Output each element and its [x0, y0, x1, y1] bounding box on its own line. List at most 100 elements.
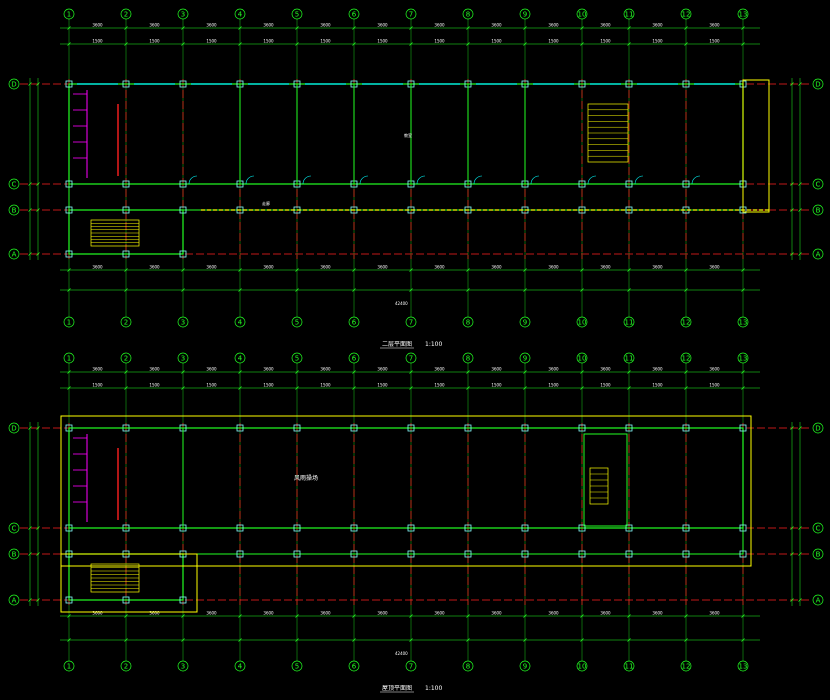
dim-text-top-1-11: 1500: [709, 39, 720, 44]
dim-side-tick-1-2: [36, 208, 40, 212]
axis-bubble-top-2-label: 2: [124, 10, 128, 18]
axis-bubble-top-4-label: 4: [238, 10, 243, 18]
dim-tick-bottom-0-11: [684, 614, 688, 618]
dim-text-bottom-9: 3600: [600, 265, 611, 270]
dim-text-top-1-10: 1500: [652, 383, 663, 388]
dim-text-top-1-8: 1500: [548, 383, 559, 388]
axis-bubble-top-7-label: 7: [409, 354, 413, 362]
dim-text-top-1-3: 1500: [263, 39, 274, 44]
dim-tick-top-1-4: [295, 42, 299, 46]
dim-side-tick-3-2: [798, 552, 802, 556]
column-2-5: [350, 550, 358, 558]
row-bubble-left-D-label: D: [11, 424, 16, 432]
column-1-11: [682, 524, 690, 532]
dim-tick-bottom-1-8: [523, 288, 527, 292]
dim-text-top-0-10: 3600: [652, 23, 663, 28]
lower-plan-scale: 1:100: [425, 685, 442, 692]
dim-tick-top-0-0: [67, 370, 71, 374]
dim-text-top-0-1: 3600: [149, 23, 160, 28]
door-arc-8: [530, 175, 540, 185]
dim-tick-bottom-1-11: [684, 638, 688, 642]
dim-tick-top-0-11: [684, 26, 688, 30]
dim-tick-bottom-1-5: [352, 288, 356, 292]
dim-tick-bottom-0-1: [124, 268, 128, 272]
axis-bubble-bottom-11-label: 11: [625, 318, 634, 326]
upper-plan-title: 二层平面图: [382, 341, 412, 348]
column-2-3: [236, 550, 244, 558]
axis-bubble-bottom-1-label: 1: [67, 662, 71, 670]
column-1-6: [407, 524, 415, 532]
dim-text-bottom-6: 3600: [434, 611, 445, 616]
dim-tick-top-0-8: [523, 26, 527, 30]
column-2-7: [464, 550, 472, 558]
dim-text-top-1-8: 1500: [548, 39, 559, 44]
dim-text-bottom-8: 3600: [548, 611, 559, 616]
dim-text-top-0-9: 3600: [600, 367, 611, 372]
column-0-5: [350, 424, 358, 432]
dim-tick-top-1-4: [295, 386, 299, 390]
dim-text-bottom-11: 3600: [709, 265, 720, 270]
column-1-1: [122, 180, 130, 188]
axis-bubble-top-12-label: 12: [682, 10, 691, 18]
door-arc-5: [359, 175, 369, 185]
dim-tick-top-1-9: [580, 386, 584, 390]
dim-tick-bottom-1-6: [409, 638, 413, 642]
dim-tick-top-0-3: [238, 370, 242, 374]
dim-tick-top-1-11: [684, 386, 688, 390]
axis-bubble-bottom-13-label: 13: [739, 318, 748, 326]
door-arc-2: [188, 175, 198, 185]
dim-tick-top-1-8: [523, 42, 527, 46]
dim-text-top-0-3: 3600: [263, 23, 274, 28]
dim-side-tick-2-3: [790, 598, 794, 602]
dim-tick-bottom-0-7: [466, 614, 470, 618]
column-3-1: [122, 250, 130, 258]
column-2-11: [682, 550, 690, 558]
dim-tick-top-1-11: [684, 42, 688, 46]
dim-text-top-1-6: 1500: [434, 383, 445, 388]
dim-side-tick-1-0: [36, 82, 40, 86]
dim-side-tick-2-2: [790, 552, 794, 556]
dim-tick-bottom-1-10: [627, 288, 631, 292]
dim-tick-bottom-1-2: [181, 638, 185, 642]
axis-bubble-top-8-label: 8: [466, 10, 470, 18]
dim-text-top-0-1: 3600: [149, 367, 160, 372]
row-bubble-left-C-label: C: [12, 180, 17, 188]
row-bubble-right-C-circle: [812, 178, 824, 190]
dim-tick-bottom-0-0: [67, 614, 71, 618]
dim-tick-bottom-0-4: [295, 268, 299, 272]
toilet-block: [68, 427, 184, 529]
column-1-0: [65, 180, 73, 188]
column-0-2: [179, 80, 187, 88]
dim-tick-top-1-1: [124, 42, 128, 46]
axis-bubble-top-7-label: 7: [409, 10, 413, 18]
dim-tick-top-0-1: [124, 370, 128, 374]
dim-side-tick-0-0: [28, 426, 32, 430]
row-bubble-right-C-circle: [812, 522, 824, 534]
dim-tick-bottom-0-9: [580, 268, 584, 272]
dim-side-tick-3-3: [798, 252, 802, 256]
axis-bubble-bottom-4-label: 4: [238, 318, 243, 326]
corridor-wall: [68, 527, 744, 555]
row-bubble-right-D-label: D: [815, 424, 820, 432]
axis-bubble-bottom-6-label: 6: [352, 318, 357, 326]
dim-tick-top-0-12: [741, 26, 745, 30]
dim-side-tick-2-2: [790, 208, 794, 212]
row-bubble-right-D-circle: [812, 422, 824, 434]
dim-side-tick-0-2: [28, 208, 32, 212]
axis-bubble-bottom-1-label: 1: [67, 318, 71, 326]
dim-side-tick-3-0: [798, 82, 802, 86]
row-bubble-right-A-label: A: [816, 596, 821, 604]
axis-bubble-top-12-label: 12: [682, 354, 691, 362]
axis-bubble-bottom-8-label: 8: [466, 318, 470, 326]
row-bubble-right-C-label: C: [816, 524, 821, 532]
dim-text-top-1-11: 1500: [709, 383, 720, 388]
dim-tick-top-0-1: [124, 26, 128, 30]
dim-text-top-0-0: 3600: [92, 23, 103, 28]
dim-text-top-1-1: 1500: [149, 39, 160, 44]
axis-bubble-bottom-3-label: 3: [181, 662, 185, 670]
dim-side-tick-1-0: [36, 426, 40, 430]
axis-bubble-bottom-7-label: 7: [409, 662, 413, 670]
dim-side-tick-2-0: [790, 426, 794, 430]
